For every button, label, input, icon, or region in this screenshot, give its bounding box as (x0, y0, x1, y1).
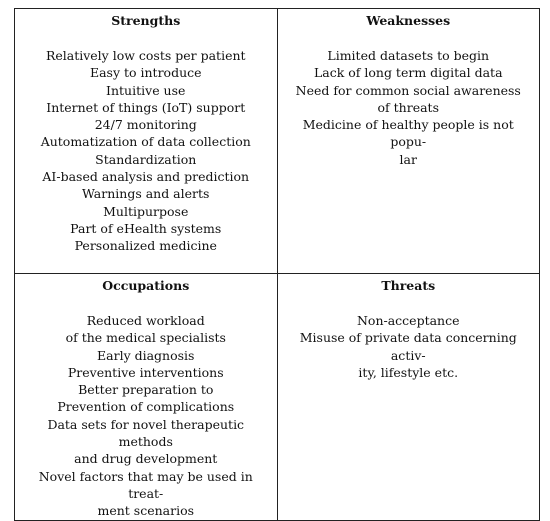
strengths-item: Part of eHealth systems (70, 220, 222, 236)
threats-item: Misuse of private data concerning activ- (299, 330, 517, 363)
weaknesses-title: Weaknesses (366, 13, 451, 28)
weaknesses-item: Medicine of healthy people is not popu- (302, 117, 514, 150)
occupations-item: Data sets for novel therapeutic methods (47, 416, 245, 450)
weaknesses-item: Lack of long term digital data (313, 65, 503, 81)
threats-item: Non-acceptance (356, 313, 460, 328)
strengths-item: Multipurpose (103, 203, 189, 219)
weaknesses-item: Limited datasets to begin (327, 48, 490, 63)
threats-item: ity, lifestyle etc. (358, 364, 459, 380)
strengths-item: Automatization of data collection (40, 134, 251, 150)
strengths-item: AI-based analysis and prediction (42, 169, 250, 185)
occupations-item: Preventive interventions (67, 364, 224, 380)
strengths-item: Easy to introduce (89, 65, 202, 81)
occupations-title: Occupations (102, 278, 190, 293)
weaknesses-item: lar (399, 151, 417, 167)
weaknesses-item: Need for common social awareness (295, 82, 521, 98)
occupations-item: Reduced workload (86, 313, 205, 328)
occupations-item: Better preparation to (78, 382, 214, 398)
threats-title: Threats (381, 278, 436, 293)
strengths-item: Standardization (95, 151, 197, 167)
strengths-item: Internet of things (IoT) support (46, 99, 246, 115)
occupations-list: Reduced workload of the medical specialis… (21, 312, 271, 520)
occupations-item: ment scenarios (97, 503, 195, 519)
occupations-item: and drug development (74, 451, 218, 467)
occupations-item: Early diagnosis (97, 347, 195, 363)
weaknesses-item: of threats (377, 99, 439, 115)
occupations-cell: Occupations Reduced workload of the medic… (14, 273, 278, 521)
swot-table: Strengths Relatively low costs per patie… (14, 8, 540, 521)
strengths-item: Warnings and alerts (82, 186, 210, 202)
occupations-item: of the medical specialists (65, 330, 226, 346)
strengths-cell: Strengths Relatively low costs per patie… (14, 8, 278, 274)
strengths-item: Relatively low costs per patient (45, 48, 246, 63)
strengths-item: Intuitive use (106, 82, 186, 98)
occupations-item: Novel factors that may be used in treat- (38, 468, 253, 501)
swot-row-bottom: Occupations Reduced workload of the medic… (14, 273, 540, 521)
strengths-title: Strengths (111, 13, 181, 28)
swot-row-top: Strengths Relatively low costs per patie… (14, 8, 540, 274)
occupations-item: Prevention of complications (57, 399, 235, 415)
strengths-item: 24/7 monitoring (94, 117, 197, 133)
strengths-item: Personalized medicine (74, 238, 217, 254)
